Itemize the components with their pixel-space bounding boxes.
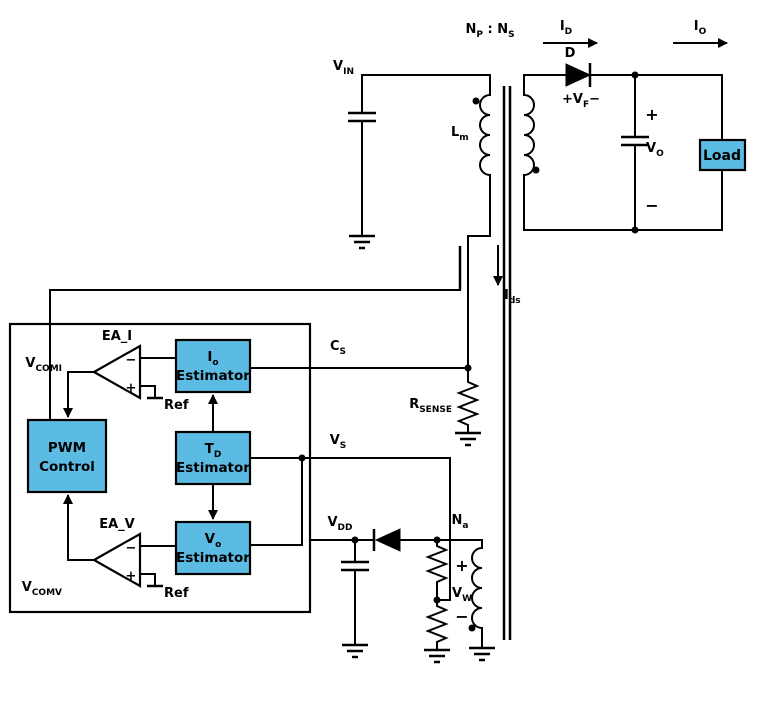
ground-symbol — [455, 431, 481, 447]
output-minus-sign: − — [645, 196, 658, 215]
ea-i-label: EA_I — [102, 329, 132, 344]
diode-triangle — [565, 63, 592, 87]
primary-polarity-dot — [472, 97, 480, 105]
inverting-input-sign: − — [126, 353, 137, 368]
td-estimator-box — [174, 430, 252, 486]
gate-drive-wire — [49, 289, 461, 421]
current-sense-section: CS RSENSE — [249, 339, 481, 447]
vdd-capacitor — [341, 539, 369, 646]
vcomv-label: VCOMV — [22, 580, 62, 598]
vw-label: VW — [452, 586, 472, 604]
input-capacitor — [348, 74, 376, 237]
error-amp-current: EA_I − + Ref VCOMI — [25, 329, 189, 418]
td-estimator-line1: TD — [205, 441, 222, 460]
input-section: VIN — [333, 59, 491, 250]
vcomi-label: VCOMI — [25, 356, 62, 374]
io-estimator-box — [174, 338, 252, 394]
opamp-triangle — [91, 344, 142, 400]
ground-symbol — [349, 234, 375, 250]
secondary-polarity-dot — [532, 166, 540, 174]
ground-symbol — [342, 643, 368, 659]
secondary-winding — [523, 94, 535, 176]
noninverting-input-sign: + — [126, 569, 137, 584]
vs-wire — [249, 457, 451, 601]
rsense-label: RSENSE — [409, 397, 452, 415]
pwm-line2: Control — [39, 459, 95, 475]
aux-minus-sign: − — [455, 607, 468, 626]
ids-label: Ids — [504, 288, 521, 306]
pwm-control-box — [26, 418, 108, 494]
aux-plus-sign: + — [455, 556, 468, 575]
diode-name-label: D — [565, 46, 576, 61]
vcomv-wire — [63, 494, 95, 561]
controller-block: PWM Control EA_I − + Ref VCOMI Io Estima… — [8, 322, 312, 614]
output-voltage-label: VO — [646, 141, 664, 159]
aux-diode — [372, 528, 401, 552]
ea-v-label: EA_V — [99, 517, 135, 532]
vs-label: VS — [330, 433, 347, 451]
vo-estimator-box — [174, 520, 252, 576]
io-estimator-line1: Io — [207, 349, 218, 368]
load-box — [698, 138, 747, 172]
junction-dot — [631, 226, 639, 234]
inverting-input-sign: − — [126, 541, 137, 556]
vdd-label: VDD — [327, 515, 352, 533]
error-amp-voltage: EA_V − + Ref VCOMV — [22, 494, 189, 601]
vs-to-vo-estimator-wire — [249, 457, 303, 546]
vin-label: VIN — [333, 59, 354, 77]
secondary-top-wire — [523, 74, 567, 96]
divider-resistor-bottom — [425, 599, 449, 651]
ea-v-ref-wire — [139, 573, 156, 587]
diode-current-label: ID — [560, 19, 572, 37]
top-current-annotations: NP : NS ID IO — [465, 19, 728, 48]
mosfet-drain-source-wire — [467, 174, 491, 369]
turns-ratio-label: NP : NS — [465, 22, 514, 40]
magnetizing-inductance-label: Lm — [451, 125, 469, 143]
transformer: Lm — [451, 86, 540, 640]
output-bottom-rail — [523, 169, 723, 231]
cs-label: CS — [330, 339, 346, 357]
vo-estimator-line2: Estimator — [176, 550, 250, 566]
pwm-line1: PWM — [48, 440, 86, 456]
na-label: Na — [452, 513, 469, 531]
output-current-label: IO — [694, 19, 707, 37]
vin-rail-wire — [361, 74, 491, 96]
aux-sense-section: VS VDD — [249, 433, 495, 664]
controller-outline — [8, 322, 312, 614]
load-label: Load — [703, 148, 741, 164]
forward-voltage-label: +VF− — [562, 92, 600, 110]
output-section: D +VF− + VO − Load — [523, 46, 747, 234]
mosfet-section: Ids — [49, 174, 521, 421]
rsense-resistor — [456, 367, 480, 434]
ref-label: Ref — [164, 398, 189, 413]
diode-triangle — [374, 528, 401, 552]
vo-estimator-line1: Vo — [205, 531, 222, 550]
output-capacitor — [621, 74, 649, 231]
opamp-triangle — [91, 532, 142, 588]
primary-winding — [479, 94, 491, 176]
vcomi-wire — [63, 371, 95, 418]
ea-i-ref-wire — [139, 385, 156, 399]
io-estimator-line2: Estimator — [176, 368, 250, 384]
noninverting-input-sign: + — [126, 381, 137, 396]
ground-symbol — [424, 648, 450, 664]
output-diode: D +VF− — [562, 46, 600, 110]
output-plus-sign: + — [645, 105, 658, 124]
divider-resistor-top — [425, 539, 449, 601]
td-estimator-line2: Estimator — [176, 460, 250, 476]
auxiliary-winding — [471, 547, 483, 629]
ref-label: Ref — [164, 586, 189, 601]
ground-symbol — [469, 646, 495, 662]
auxiliary-polarity-dot — [468, 624, 476, 632]
